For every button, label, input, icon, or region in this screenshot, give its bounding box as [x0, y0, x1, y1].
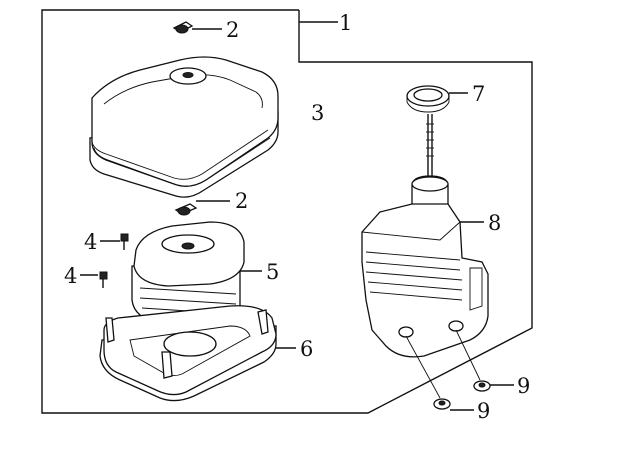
assembly-boundary — [41, 9, 533, 414]
part-bolt-lower — [80, 271, 108, 288]
part-nut-upper — [455, 329, 514, 392]
callout-4-upper: 4 — [84, 230, 97, 254]
callout-3: 3 — [311, 101, 324, 125]
part-bolt-upper — [100, 233, 129, 250]
part-cover — [89, 56, 279, 198]
part-base — [99, 305, 296, 402]
part-wing-nut-upper — [172, 21, 222, 34]
callout-7: 7 — [472, 82, 485, 106]
callout-1: 1 — [339, 11, 352, 35]
part-wing-nut-lower — [174, 200, 230, 216]
callout-5: 5 — [266, 260, 279, 284]
callout-9-lower: 9 — [477, 399, 490, 423]
callout-2-lower: 2 — [235, 189, 248, 213]
part-seal-ring — [406, 85, 468, 113]
part-nut-lower — [405, 335, 474, 411]
part-elbow-housing — [361, 114, 489, 358]
callout-2-upper: 2 — [226, 18, 239, 42]
callout-8: 8 — [488, 211, 501, 235]
callout-4-lower: 4 — [64, 264, 77, 288]
callout-9-upper: 9 — [517, 374, 530, 398]
callout-6: 6 — [300, 337, 313, 361]
